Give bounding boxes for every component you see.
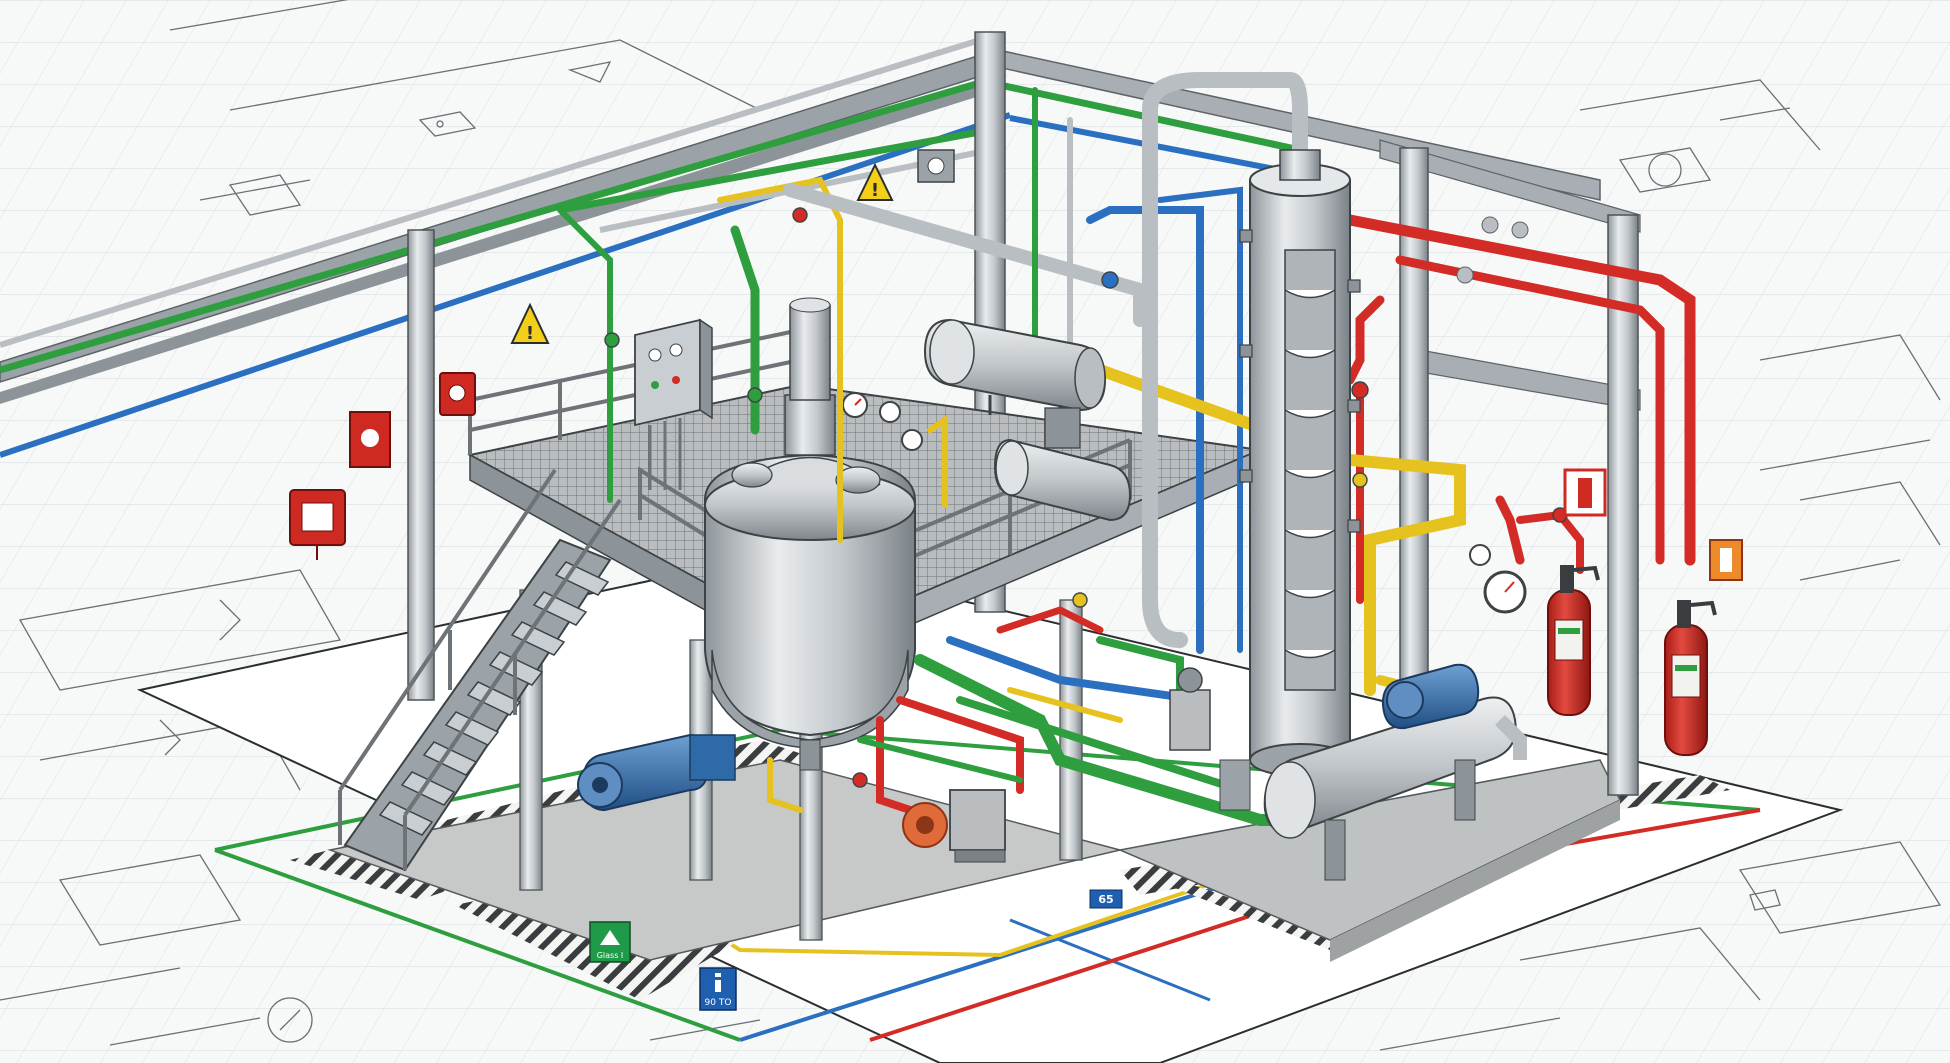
reactor-vessel: [704, 297, 923, 771]
column-feed-valve-cluster: [1169, 667, 1251, 811]
pressure-gauge-right: [1469, 544, 1527, 614]
warning-sign-left: !: [510, 302, 550, 344]
info-sign: 90 TO: [699, 967, 737, 1011]
agitator-motor: [789, 304, 831, 401]
svg-text:!: !: [526, 323, 534, 344]
fire-alarm-box-column: [439, 372, 476, 416]
valves: [604, 207, 1568, 788]
process-piping-center: [557, 72, 1466, 826]
deck-pump-motor: [993, 407, 1132, 522]
fire-water-piping: [1344, 214, 1696, 604]
deck-heat-exchanger: [923, 318, 1107, 425]
reboiler-heat-exchanger: [1263, 696, 1527, 881]
green-pipe-overhead: [0, 76, 991, 374]
gauge-box-top: [917, 149, 955, 183]
stair-handrail: [338, 468, 622, 870]
fire-equipment-sign-orange: [1709, 539, 1743, 581]
control-panel: [634, 318, 713, 490]
pressure-gauge: [901, 429, 923, 451]
stair-treads: [378, 561, 610, 836]
info-sign-text: 90 TO: [705, 998, 732, 1008]
triangle-warning-icon: [510, 302, 550, 344]
blue-pump-left: [577, 733, 736, 812]
floor-tag-blue: 65: [1089, 889, 1123, 909]
blue-pump-right: [1381, 663, 1480, 730]
distillation-column: [1239, 149, 1361, 777]
emergency-exit-sign-icon: [589, 921, 631, 963]
column-mid-right: [1399, 147, 1429, 739]
orange-pump-center: [902, 789, 1006, 863]
svg-text:!: !: [871, 180, 879, 201]
pipe-rack: [0, 37, 1641, 458]
fire-equipment-sign-right: [1563, 468, 1607, 517]
column-left: [407, 229, 435, 701]
pressure-gauge: [879, 401, 901, 423]
blue-pipe-overhead: [0, 112, 1011, 458]
agitator-gearbox: [784, 394, 836, 456]
floor-tag-text: 65: [1098, 893, 1113, 906]
column-trays: [1284, 289, 1336, 659]
exit-sign-text: Glass I: [597, 951, 624, 960]
fire-alarm-call-point-left: [289, 489, 346, 560]
triangle-warning-icon: [856, 162, 894, 201]
fire-equipment-sign-left: [349, 411, 391, 468]
warning-sign-top: !: [856, 162, 894, 201]
emergency-exit-sign: Glass I: [589, 921, 631, 963]
fire-extinguisher-1: [1547, 565, 1600, 716]
staircase: [338, 468, 622, 872]
fire-extinguisher-2: [1664, 600, 1717, 756]
